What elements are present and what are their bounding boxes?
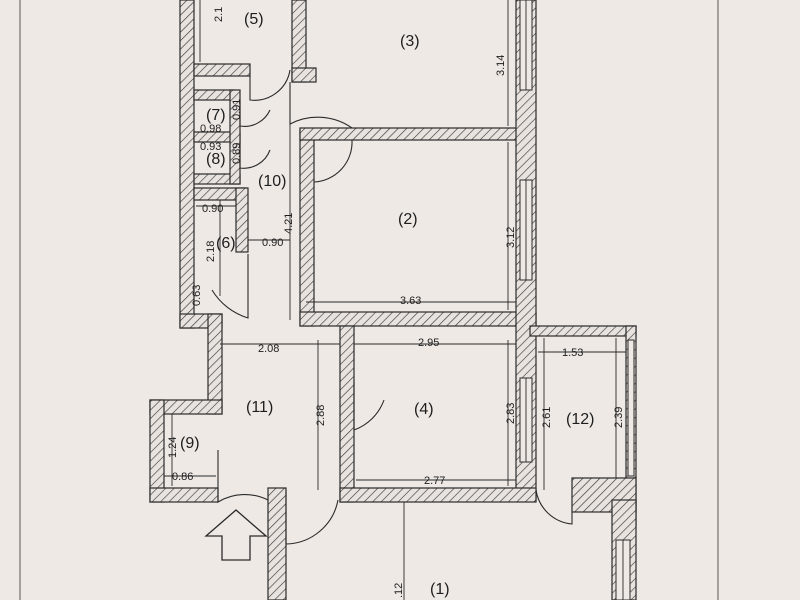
wall-room9-bottom	[149, 487, 219, 503]
dim-4-21: 4.21	[283, 213, 295, 234]
door-closet7	[239, 100, 271, 127]
dim-2-1: 2.1	[213, 7, 225, 22]
wall-room12-top	[529, 325, 637, 337]
door-closet8	[239, 142, 271, 169]
dim-0-86: 0.86	[172, 471, 193, 483]
room-label-5: (5)	[244, 11, 264, 28]
window-room12	[627, 339, 635, 477]
dim-0-91: 0.91	[231, 99, 243, 120]
entrance-arrow-icon	[204, 509, 268, 561]
dimension-lines	[164, 0, 626, 600]
wall-room12-bottom	[571, 477, 637, 513]
dim-3-12: 3.12	[505, 227, 517, 248]
room-label-1: (1)	[430, 581, 450, 598]
dim-0-63: 0.63	[191, 285, 203, 306]
door-room3	[289, 82, 353, 129]
walls	[149, 0, 637, 600]
dim-1-24: 1.24	[167, 437, 179, 458]
dim-2-95: 2.95	[418, 337, 439, 349]
dim-0-90-mid: 0.90	[262, 237, 283, 249]
wall-left-lower	[207, 313, 223, 415]
doors	[211, 69, 573, 545]
dim-0-93: 0.93	[200, 141, 221, 153]
dim-2-08: 2.08	[258, 343, 279, 355]
dimension-labels: 2.1 3.14 0.91 0.98 0.93 0.89 4.21 0.90 2…	[167, 7, 625, 598]
wall-room2-bottom	[299, 311, 537, 327]
wall-room4-left	[339, 325, 355, 503]
dim-3-14: 3.14	[495, 55, 507, 76]
dim-1-53: 1.53	[562, 347, 583, 359]
wall-room5-bottom	[193, 63, 251, 77]
room-label-2: (2)	[398, 211, 418, 228]
wall-room9-left	[149, 399, 165, 503]
door-entrance	[285, 490, 339, 545]
wall-room4-bottom	[339, 487, 537, 503]
dim-12: .12	[393, 583, 405, 598]
dim-2-39: 2.39	[613, 407, 625, 428]
door-room4	[353, 380, 385, 431]
dim-0-98: 0.98	[200, 123, 221, 135]
wall-room2-top	[299, 127, 521, 141]
wall-room5-bottom-right	[291, 67, 317, 83]
dim-0-89: 0.89	[231, 143, 243, 164]
dim-2-83: 2.83	[505, 403, 517, 424]
door-room9	[217, 450, 269, 503]
wall-room6-right	[235, 187, 249, 253]
door-room5	[249, 69, 291, 101]
wall-room2-left	[299, 129, 315, 327]
dim-2-88: 2.88	[315, 405, 327, 426]
dim-0-90-top: 0.90	[202, 203, 223, 215]
wall-left-upper	[179, 0, 195, 329]
room-label-8: (8)	[206, 151, 226, 168]
dim-2-61: 2.61	[541, 407, 553, 428]
room-label-11: (11)	[246, 399, 273, 416]
room-label-12: (12)	[566, 411, 594, 428]
dim-2-77: 2.77	[424, 475, 445, 487]
room-label-3: (3)	[400, 33, 420, 50]
room-label-4: (4)	[414, 401, 434, 418]
door-room6	[211, 254, 249, 319]
room-label-6: (6)	[216, 235, 236, 252]
door-room2	[313, 139, 353, 183]
room-labels: (5) (3) (7) (8) (10) (2) (6) (11) (4) (1…	[180, 11, 594, 598]
windows	[519, 0, 635, 600]
wall-entrance	[267, 487, 287, 600]
room-label-10: (10)	[258, 173, 286, 190]
door-room12	[535, 489, 573, 525]
room-label-7: (7)	[206, 107, 226, 124]
wall-closet7-top	[193, 89, 235, 101]
dim-3-63: 3.63	[400, 295, 421, 307]
room-label-9: (9)	[180, 435, 200, 452]
wall-closet-right	[229, 89, 241, 185]
dim-2-18: 2.18	[205, 241, 217, 262]
